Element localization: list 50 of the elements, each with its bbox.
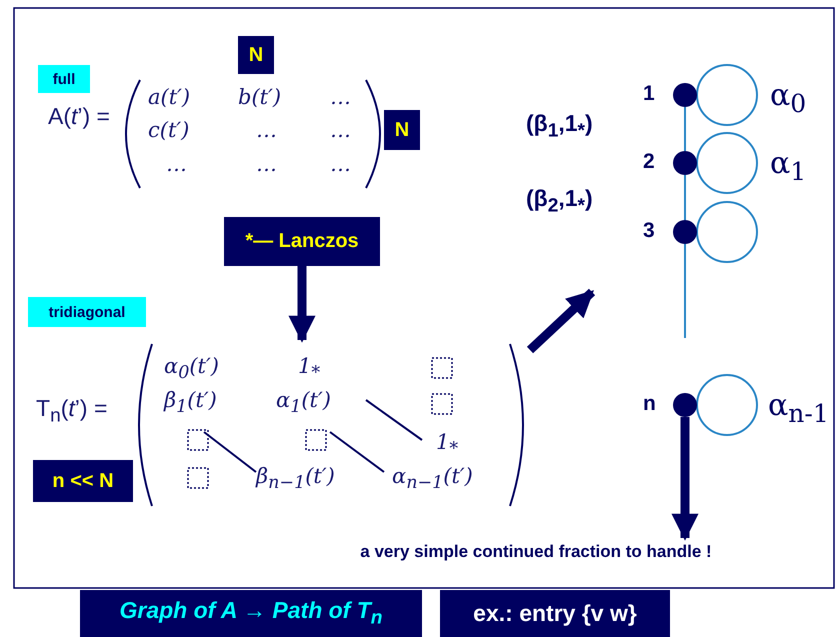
graph-vertex — [673, 83, 697, 107]
label-box: N — [238, 36, 274, 74]
matrix-entry: α$_{n−1}$(t′) — [392, 464, 473, 494]
conclusion-text: a very simple continued fraction to handle ! — [310, 538, 762, 566]
category-tag: tridiagonal — [28, 297, 146, 327]
matrix-entry: … — [330, 118, 351, 142]
arrow — [288, 266, 316, 343]
matrix-entry: α$_{1}$(t′) — [276, 388, 331, 418]
graph-edge — [684, 107, 686, 151]
graph-vertex — [673, 220, 697, 244]
matrix-entry: … — [256, 152, 277, 176]
matrix-entry: … — [330, 152, 351, 176]
arrow — [526, 288, 596, 354]
category-tag: full — [38, 65, 90, 93]
matrix-entry: 1$_{*}$ — [436, 430, 458, 460]
matrix-entry: … — [166, 152, 187, 176]
self-loop — [696, 64, 758, 126]
graph-edge — [684, 244, 686, 338]
vertex-number: 2 — [643, 150, 655, 174]
example-banner: ex.: entry {v w} — [440, 590, 670, 637]
edge-label: (β$_{1}$,1$_{*}$) — [526, 110, 593, 143]
label-box: *— Lanczos — [224, 217, 380, 266]
matrix-entry: c(t′) — [148, 118, 190, 142]
matrix-entry: b(t′) — [238, 85, 282, 109]
edge-label: α$_{0}$ — [770, 78, 806, 118]
self-loop — [696, 201, 758, 263]
matrix-entry: β$_{n−1}$(t′) — [256, 464, 335, 494]
self-loop — [696, 132, 758, 194]
self-loop — [696, 374, 758, 436]
label-box: N — [384, 110, 420, 150]
matrix-entry: β$_{1}$(t′) — [164, 388, 217, 418]
equation-lhs: A(t’) = — [48, 103, 110, 130]
edge-label: (β$_{2}$,1$_{*}$) — [526, 185, 593, 218]
edge-label: α$_{n-1}$ — [768, 388, 829, 428]
matrix-entry: 1$_{*}$ — [298, 354, 320, 384]
graph-vertex — [673, 151, 697, 175]
equation-lhs: T$_{n}$(t’) = — [36, 395, 108, 428]
graph-edge — [684, 175, 686, 220]
matrix-entry: … — [256, 118, 277, 142]
matrix-entry: … — [330, 85, 351, 109]
title-banner: Graph of A → Path of T$_{n}$ — [80, 590, 422, 637]
vertex-number: 1 — [643, 82, 655, 106]
vertex-number: 3 — [643, 219, 655, 243]
matrix-entry: α$_{0}$(t′) — [164, 354, 219, 384]
graph-vertex — [673, 393, 697, 417]
matrix-entry: a(t′) — [148, 85, 190, 109]
vertex-number: n — [643, 392, 656, 416]
edge-label: α$_{1}$ — [770, 146, 806, 186]
label-box: n << N — [33, 460, 133, 502]
arrow — [672, 417, 698, 541]
